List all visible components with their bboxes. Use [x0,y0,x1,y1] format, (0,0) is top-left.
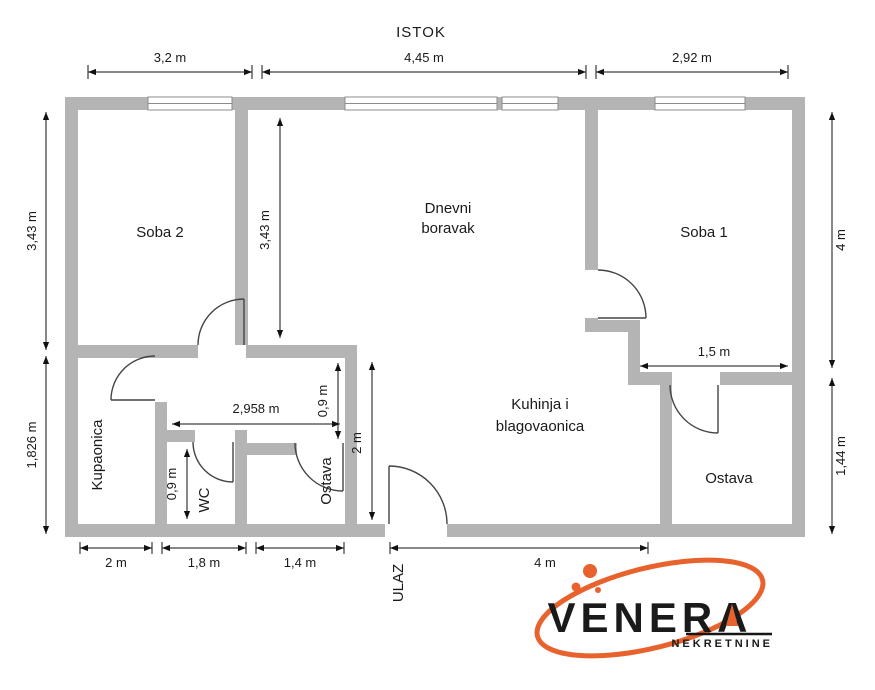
wall-ostava-right-left [660,385,672,524]
dimensions-right: 4 m 1,44 m [828,112,848,534]
window-dnevni-right [501,96,559,111]
door-entrance [388,465,448,525]
window-soba2 [147,96,233,111]
logo-dot-large [583,564,597,578]
dim-label-top-left: 3,2 m [154,50,187,65]
wall-outer-bottom-left [65,524,385,537]
dim-label-left-lower: 1,826 m [24,422,39,469]
compass-title: ISTOK [396,24,446,41]
dim-label-entry-depth: 2 m [349,432,364,454]
dimensions-interior: 3,43 m 2,958 m 0,9 m 0,9 m 2 m 1,5 m [164,118,788,520]
logo-a-triangle [726,604,738,626]
dim-label-hall-depth: 0,9 m [315,385,330,418]
room-labels: Soba 2 Dnevni boravak Soba 1 Kuhinja i b… [89,200,753,602]
door-ostava-left [294,442,344,492]
door-ostava-right [669,384,719,434]
wall-wc-top [167,430,195,442]
wall-kupaonica-right [155,402,167,524]
logo-dot-small [595,587,601,593]
dim-label-left-upper: 3,43 m [24,211,39,251]
dim-label-dnevni-height: 3,43 m [257,210,272,250]
wall-soba1-jog-horizontal [585,320,640,332]
wall-ostava-left-top [247,443,297,455]
wall-outer-bottom-right [447,524,805,537]
room-label-dnevni-line2: boravak [421,220,475,237]
walls [65,97,805,537]
dim-label-wc-width: 0,9 m [164,468,179,501]
wall-hall-top-right [246,345,357,358]
wall-soba2-right [235,110,248,345]
dim-label-hall-width: 2,958 m [233,401,280,416]
room-label-kuhinja-line1: Kuhinja i [511,396,569,413]
dimensions-left: 3,43 m 1,826 m [24,112,50,534]
door-kupaonica [110,355,156,401]
door-soba1 [597,269,647,319]
logo-dot-medium [571,582,581,592]
door-wc [192,441,234,483]
wall-central [345,345,357,524]
dim-label-right-upper: 4 m [833,229,848,251]
dim-label-bottom-4: 4 m [534,555,556,570]
dimensions-bottom: 2 m 1,8 m 1,4 m 4 m [79,542,649,570]
window-soba1 [654,96,746,111]
window-dnevni-left [344,96,498,111]
wall-soba1-bottom-left [628,372,672,385]
room-label-ostava-left: Ostava [318,457,335,505]
logo-swoosh-ellipse [534,557,766,659]
dim-label-soba1-niche: 1,5 m [698,344,731,359]
wall-outer-left [65,97,78,537]
wall-outer-right [792,97,805,537]
dimensions-top: 3,2 m 4,45 m 2,92 m [87,50,789,79]
windows [147,96,746,111]
room-label-ostava-right: Ostava [705,470,753,487]
room-label-kuhinja-line2: blagovaonica [496,418,585,435]
doors [110,269,719,525]
entrance-label: ULAZ [390,564,407,602]
door-soba2 [197,298,245,346]
dim-label-right-lower: 1,44 m [833,436,848,476]
wall-wc-right [235,430,247,524]
logo-dots [571,564,601,593]
logo-tagline-text: NEKRETNINE [671,638,773,650]
wall-soba1-bottom-right [720,372,792,385]
dim-label-top-mid: 4,45 m [404,50,444,65]
wall-soba1-jog-vertical [628,332,640,385]
room-label-soba1: Soba 1 [680,224,728,241]
room-label-soba2: Soba 2 [136,224,184,241]
logo-venera: VENERA NEKRETNINE [534,557,773,659]
wall-hall-top-left [78,345,198,358]
room-label-kupaonica: Kupaonica [89,419,106,491]
room-label-dnevni-line1: Dnevni [425,200,472,217]
dim-label-bottom-2: 1,8 m [188,555,221,570]
wall-soba1-left-upper [585,110,598,270]
dim-label-top-right: 2,92 m [672,50,712,65]
dim-label-bottom-3: 1,4 m [284,555,317,570]
room-label-wc: WC [196,487,213,512]
dim-label-bottom-1: 2 m [105,555,127,570]
